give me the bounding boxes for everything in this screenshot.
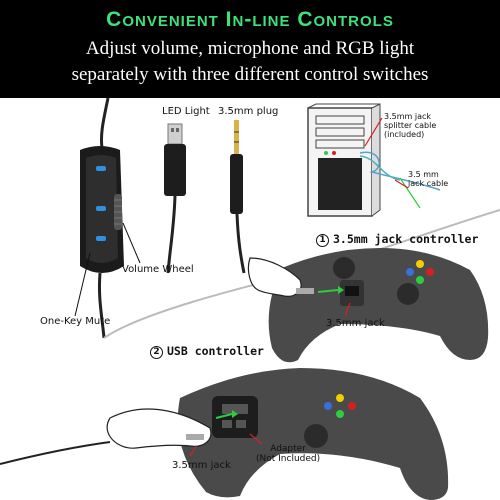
- illustration-area: LED Light 3.5mm plug 3.5mm jack splitter…: [0, 98, 500, 500]
- label-adapter-line-2: (Not Included): [256, 454, 321, 464]
- hand-2: [106, 408, 212, 449]
- audio-plug-icon: [230, 120, 246, 274]
- label-3-5mm-jack-1: 3.5mm jack: [326, 318, 385, 329]
- arrow-red-icon: [249, 433, 263, 445]
- arrow-red-icon: [394, 179, 409, 189]
- section-1-title: 1 3.5mm jack controller: [316, 232, 478, 247]
- illustration: [0, 98, 500, 500]
- banner-title: Convenient In-line Controls: [106, 8, 394, 31]
- gamepad-1-icon: [268, 248, 489, 363]
- headset-cable-lower: [97, 272, 106, 339]
- label-splitter-cable: 3.5mm jack splitter cable (included): [384, 112, 436, 139]
- header-banner: Convenient In-line Controls Adjust volum…: [0, 0, 500, 98]
- label-adapter-line-1: Adapter: [270, 444, 306, 454]
- label-audio-plug: 3.5mm plug: [218, 106, 279, 117]
- jack-plug-icon: [296, 288, 314, 294]
- label-led-light: LED Light: [162, 106, 210, 117]
- label-adapter: Adapter (Not Included): [256, 444, 320, 464]
- led-indicator-icon: [96, 236, 106, 241]
- inline-controller: [80, 146, 124, 273]
- banner-subtitle-line-1: Adjust volume, microphone and RGB light: [85, 38, 415, 59]
- label-jack-cable: 3.5 mm jack cable: [408, 170, 448, 188]
- label-jack-cable-line-1: 3.5 mm: [408, 170, 439, 179]
- label-3-5mm-jack-2: 3.5mm jack: [172, 460, 231, 471]
- usb-plug-icon: [164, 123, 186, 274]
- arrow-red-icon: [344, 302, 351, 317]
- arrow-green-icon: [232, 410, 238, 418]
- label-splitter-line-3: (included): [384, 130, 425, 139]
- headset-cable: [100, 98, 110, 149]
- section-1-number: 1: [316, 234, 329, 247]
- splitter-cable: [359, 151, 441, 191]
- hand-2-cable: [0, 441, 111, 465]
- label-splitter-line-2: splitter cable: [384, 121, 437, 130]
- banner-subtitle-line-2: separately with three different control …: [71, 64, 429, 85]
- arrow-red-icon: [364, 117, 383, 147]
- arrow-green-icon: [338, 286, 344, 294]
- section-1-text: 3.5mm jack controller: [333, 232, 479, 246]
- led-indicator-icon: [96, 206, 106, 211]
- jack-plug-icon: [186, 434, 204, 440]
- section-2-title: 2 USB controller: [150, 344, 264, 359]
- gamepad-2-icon: [177, 368, 449, 500]
- label-volume-wheel: Volume Wheel: [122, 264, 194, 275]
- label-one-key-mute: One-Key Mute: [40, 316, 111, 327]
- arrow-green-icon: [399, 177, 421, 209]
- pc-tower-icon: [307, 103, 381, 217]
- label-splitter-line-1: 3.5mm jack: [384, 112, 432, 121]
- section-2-number: 2: [150, 346, 163, 359]
- section-2-text: USB controller: [167, 344, 264, 358]
- label-jack-cable-line-2: jack cable: [408, 179, 449, 188]
- led-indicator-icon: [96, 166, 106, 171]
- hand-1: [247, 257, 302, 297]
- splitter-cable: [359, 155, 401, 181]
- arrow-red-icon: [189, 445, 197, 457]
